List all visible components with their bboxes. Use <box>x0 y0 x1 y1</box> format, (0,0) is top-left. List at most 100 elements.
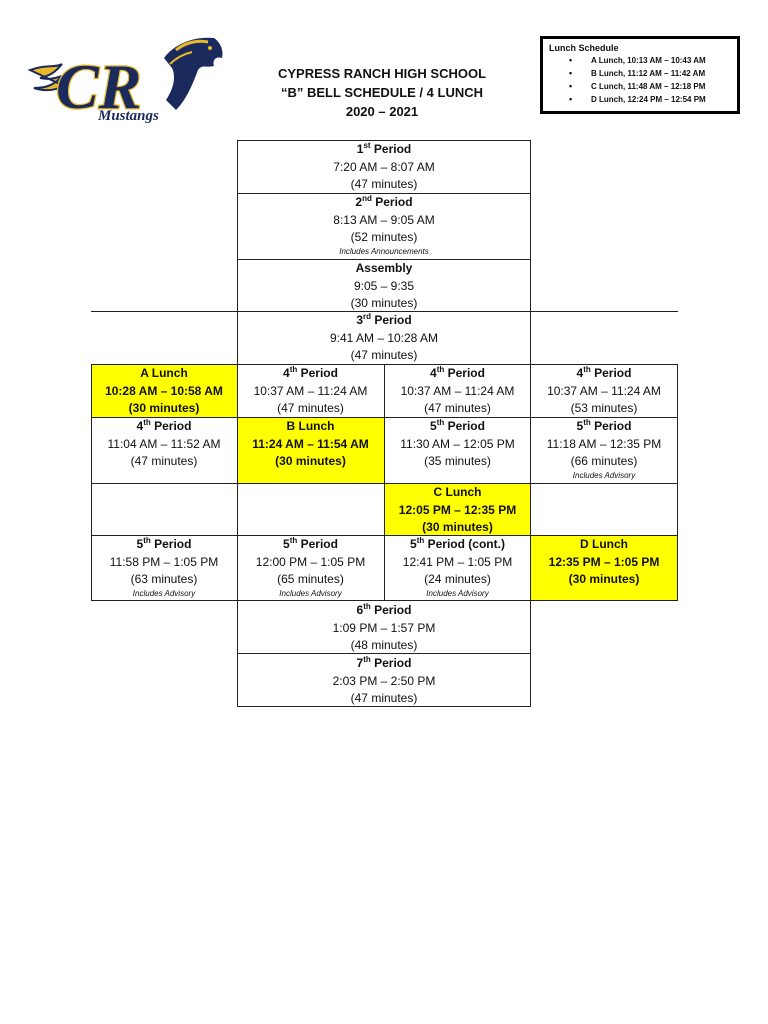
grid-line <box>384 364 385 601</box>
period-4-cell: 4th Period 10:37 AM – 11:24 AM (53 minut… <box>531 364 677 417</box>
period-number: 4 <box>283 366 290 380</box>
period-note: Includes Advisory <box>279 588 342 598</box>
period-time: 11:18 AM – 12:35 PM <box>546 436 662 451</box>
period-duration: (47 minutes) <box>350 348 418 362</box>
lunch-duration: (30 minutes) <box>422 520 493 534</box>
period-label: Period <box>300 366 338 380</box>
period-time: 10:37 AM – 11:24 AM <box>253 383 368 398</box>
lunch-duration: (30 minutes) <box>568 572 640 586</box>
lunch-schedule-item: A Lunch, 10:13 AM – 10:43 AM <box>569 54 731 67</box>
d-lunch-cell: D Lunch 12:35 PM – 1:05 PM (30 minutes) <box>531 535 677 601</box>
period-suffix: th <box>143 536 151 545</box>
period-5-cell: 5th Period 11:30 AM – 12:05 PM (35 minut… <box>384 417 531 483</box>
school-year: 2020 – 2021 <box>345 104 419 119</box>
period-suffix: th <box>436 365 445 374</box>
period-suffix: st <box>363 141 371 150</box>
period-label: Period <box>374 656 412 670</box>
lunch-duration: (30 minutes) <box>275 454 346 468</box>
period-number: 5 <box>576 419 584 433</box>
period-5-cont-cell: 5th Period (cont.) 12:41 PM – 1:05 PM (2… <box>384 535 531 601</box>
empty-cell <box>91 483 237 535</box>
period-time: 11:30 AM – 12:05 PM <box>400 436 515 451</box>
lunch-schedule-item: D Lunch, 12:24 PM – 12:54 PM <box>569 93 731 106</box>
period-time: 11:04 AM – 11:52 AM <box>107 436 221 451</box>
period-number: 4 <box>136 419 144 433</box>
period-number: 6 <box>356 603 364 617</box>
a-lunch-cell: A Lunch 10:28 AM – 10:58 AM (30 minutes) <box>91 364 237 417</box>
period-6-cell: 6th Period 1:09 PM – 1:57 PM (48 minutes… <box>237 601 531 654</box>
period-time: 9:41 AM – 10:28 AM <box>329 330 439 345</box>
c-lunch-cell: C Lunch 12:05 PM – 12:35 PM (30 minutes) <box>384 483 531 535</box>
grid-line <box>237 140 531 141</box>
period-label: Period <box>154 419 192 433</box>
period-suffix: th <box>289 536 298 545</box>
period-number: 5 <box>410 537 417 551</box>
period-number: 1 <box>356 142 364 156</box>
lunch-time: 12:05 PM – 12:35 PM <box>398 502 517 517</box>
lunch-schedule-item: C Lunch, 11:48 AM – 12:18 PM <box>569 80 731 93</box>
period-duration: (47 minutes) <box>350 177 418 191</box>
lunch-schedule-box: Lunch Schedule A Lunch, 10:13 AM – 10:43… <box>540 36 740 114</box>
period-suffix: th <box>363 655 371 664</box>
lunch-schedule-list: A Lunch, 10:13 AM – 10:43 AM B Lunch, 11… <box>549 54 731 106</box>
period-7-cell: 7th Period 2:03 PM – 2:50 PM (47 minutes… <box>237 654 531 706</box>
lunch-title: A Lunch <box>140 366 188 380</box>
assembly-cell: Assembly 9:05 – 9:35 (30 minutes) <box>237 259 531 311</box>
period-label: Period <box>447 419 485 433</box>
period-label: Period <box>594 366 632 380</box>
period-time: 7:20 AM – 8:07 AM <box>333 159 435 174</box>
period-4-cell: 4th Period 10:37 AM – 11:24 AM (47 minut… <box>384 364 531 417</box>
period-duration: (24 minutes) <box>424 572 491 586</box>
lunch-duration: (30 minutes) <box>128 401 200 415</box>
period-note: Includes Advisory <box>572 470 636 480</box>
period-number: 5 <box>283 537 290 551</box>
period-number: 4 <box>430 366 437 380</box>
period-suffix: th <box>583 365 591 374</box>
period-number: 4 <box>576 366 584 380</box>
period-time: 1:09 PM – 1:57 PM <box>332 620 436 635</box>
period-5-cell: 5th Period 12:00 PM – 1:05 PM (65 minute… <box>237 535 384 601</box>
assembly-time: 9:05 – 9:35 <box>353 278 415 293</box>
lunch-time: 12:35 PM – 1:05 PM <box>548 554 660 569</box>
period-time: 8:13 AM – 9:05 AM <box>333 212 435 227</box>
assembly-duration: (30 minutes) <box>350 296 418 310</box>
lunch-title: D Lunch <box>580 537 628 551</box>
period-3-cell: 3rd Period 9:41 AM – 10:28 AM (47 minute… <box>237 311 531 364</box>
empty-cell <box>531 483 677 535</box>
period-suffix: th <box>363 602 371 611</box>
grid-line <box>237 653 531 654</box>
assembly-title: Assembly <box>355 261 413 275</box>
period-1-cell: 1st Period 7:20 AM – 8:07 AM (47 minutes… <box>237 140 531 193</box>
period-label: Period <box>373 142 412 156</box>
grid-line <box>91 364 92 601</box>
period-suffix: rd <box>363 312 371 321</box>
lunch-title: B Lunch <box>286 419 335 433</box>
period-note: Includes Advisory <box>132 588 196 598</box>
period-duration: (48 minutes) <box>350 638 418 652</box>
period-5-cell: 5th Period 11:58 PM – 1:05 PM (63 minute… <box>91 535 237 601</box>
period-duration: (47 minutes) <box>277 401 344 415</box>
period-4-cell: 4th Period 11:04 AM – 11:52 AM (47 minut… <box>91 417 237 483</box>
period-time: 10:37 AM – 11:24 AM <box>547 383 661 398</box>
period-duration: (65 minutes) <box>277 572 344 586</box>
schedule-title: “B” BELL SCHEDULE / 4 LUNCH <box>281 85 483 100</box>
period-2-cell: 2nd Period 8:13 AM – 9:05 AM (52 minutes… <box>237 193 531 259</box>
logo-word: Mustangs <box>97 108 159 124</box>
period-number: 5 <box>136 537 144 551</box>
period-label: Period <box>154 537 192 551</box>
period-suffix: th <box>143 418 151 427</box>
period-duration: (63 minutes) <box>130 572 198 586</box>
period-suffix: th <box>416 536 425 545</box>
lunch-time: 11:24 AM – 11:54 AM <box>252 436 369 451</box>
school-logo: CR Mustangs <box>27 37 223 124</box>
period-4-cell: 4th Period 10:37 AM – 11:24 AM (47 minut… <box>237 364 384 417</box>
period-duration: (47 minutes) <box>424 401 491 415</box>
period-time: 12:41 PM – 1:05 PM <box>402 554 513 569</box>
school-name: CYPRESS RANCH HIGH SCHOOL <box>277 66 487 81</box>
grid-line <box>91 311 678 312</box>
period-suffix: th <box>583 418 591 427</box>
grid-line <box>237 193 531 194</box>
flame-mane-icon <box>27 63 67 92</box>
logo-letters: CR <box>56 51 141 122</box>
grid-line <box>677 364 678 601</box>
